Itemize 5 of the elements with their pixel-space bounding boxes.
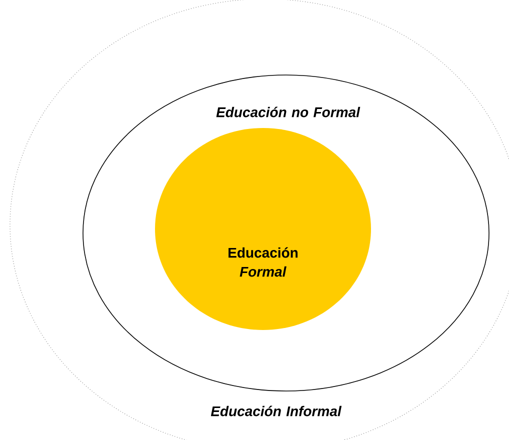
ellipse-label: Educación Formal xyxy=(228,247,298,277)
ellipse-label: Educación Informal xyxy=(210,406,342,416)
ellipse xyxy=(82,74,490,392)
ellipse-label: Educación no Formal xyxy=(216,106,360,118)
ellipse xyxy=(155,128,371,330)
